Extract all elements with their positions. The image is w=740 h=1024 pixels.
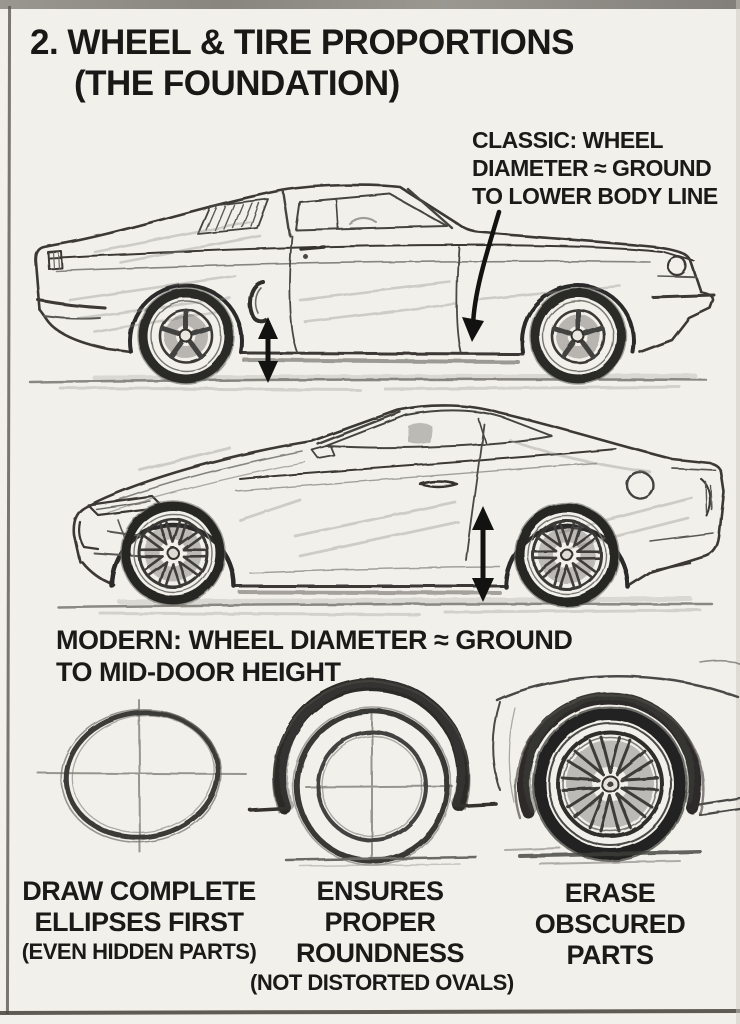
- classic-annotation-line-3: TO LOWER BODY LINE: [472, 183, 718, 209]
- classic-body: [34, 183, 716, 364]
- modern-annotation-line-1: MODERN: WHEEL DIAMETER ≈ GROUND: [56, 625, 573, 655]
- classic-rear-wheel: [137, 287, 235, 385]
- modern-rear-wheel: [514, 502, 620, 608]
- caption-ellipse-drawing: DRAW COMPLETE ELLIPSES FIRST (EVEN HIDDE…: [8, 876, 270, 965]
- caption-roundness-line-2: PROPER: [324, 907, 436, 937]
- modern-shading: [138, 438, 694, 558]
- caption-roundness-subline: (NOT DISTORTED OVALS): [250, 970, 514, 995]
- caption-roundness: ENSURES PROPER ROUNDNESS (NOT DISTORTED …: [250, 876, 514, 996]
- modern-measure-arrow: [472, 506, 494, 602]
- classic-annotation: CLASSIC: WHEEL DIAMETER ≈ GROUND TO LOWE…: [472, 126, 718, 210]
- right-border-line: [736, 0, 740, 1024]
- title-line-1: 2. WHEEL & TIRE PROPORTIONS: [30, 23, 574, 62]
- classic-windows: [197, 187, 454, 238]
- modern-body: [72, 404, 726, 595]
- page-title: 2. WHEEL & TIRE PROPORTIONS (THE FOUNDAT…: [30, 22, 574, 104]
- classic-annotation-line-2: DIAMETER ≈ GROUND: [472, 155, 712, 181]
- modern-windows: [311, 409, 553, 459]
- ellipse-construction-sketch: [37, 699, 247, 853]
- classic-car-sketch: [28, 183, 716, 392]
- caption-erase-line-1: ERASE: [564, 878, 656, 908]
- classic-measure-arrow: [258, 317, 278, 383]
- classic-annotation-line-1: CLASSIC: WHEEL: [472, 127, 664, 153]
- caption-ellipse-line-1: DRAW COMPLETE: [22, 876, 256, 906]
- wheel-arch-sketch: [248, 678, 498, 867]
- caption-erase: ERASE OBSCURED PARTS: [490, 878, 730, 971]
- top-border-line: [0, 0, 740, 9]
- modern-annotation: MODERN: WHEEL DIAMETER ≈ GROUND TO MID-D…: [56, 624, 573, 688]
- caption-roundness-line-3: ROUNDNESS: [295, 938, 465, 968]
- caption-erase-line-3: PARTS: [566, 940, 654, 970]
- title-line-2: (THE FOUNDATION): [74, 64, 400, 103]
- classic-shading: [68, 220, 622, 334]
- modern-annotation-line-2: TO MID-DOOR HEIGHT: [56, 657, 341, 687]
- finished-wheel-sketch: [492, 659, 740, 865]
- classic-front-wheel: [529, 287, 627, 385]
- classic-ground-line: [28, 373, 708, 392]
- classic-door-details: [248, 235, 462, 353]
- modern-car-sketch: [56, 404, 726, 617]
- caption-roundness-line-1: ENSURES: [316, 876, 444, 906]
- modern-door-details: [418, 423, 655, 561]
- classic-pointer-arrow: [462, 209, 502, 342]
- caption-ellipse-subline: (EVEN HIDDEN PARTS): [21, 939, 257, 964]
- caption-ellipse-line-2: ELLIPSES FIRST: [34, 907, 244, 937]
- caption-erase-line-2: OBSCURED: [534, 909, 686, 939]
- modern-front-wheel: [120, 500, 226, 606]
